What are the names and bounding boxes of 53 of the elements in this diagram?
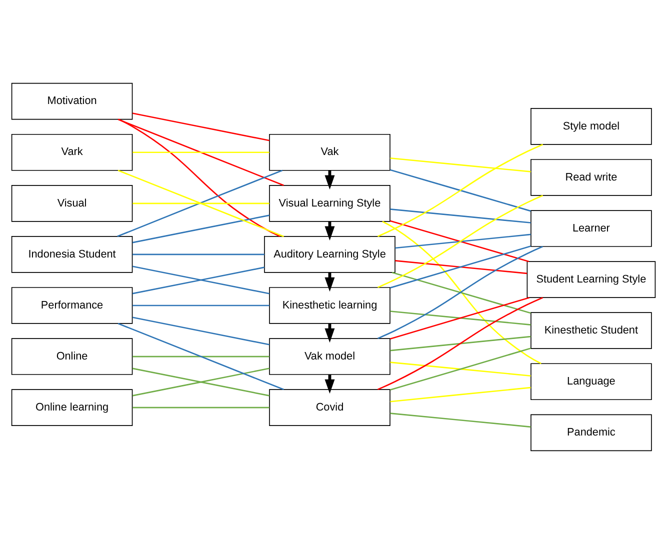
connector <box>382 220 542 364</box>
node-box: Visual Learning Style <box>269 184 390 222</box>
connector <box>390 245 531 288</box>
node-box: Visual <box>11 184 133 222</box>
connector <box>132 406 270 408</box>
connector <box>118 118 284 186</box>
node-box: Motivation <box>11 82 133 120</box>
node-box: Performance <box>11 286 133 324</box>
connector <box>132 367 270 396</box>
connector <box>377 194 544 288</box>
connector <box>377 143 544 236</box>
node-box: Kinesthetic Student <box>530 312 652 348</box>
connector <box>395 260 528 274</box>
node-box: Pandemic <box>530 414 652 451</box>
node-box: Indonesia Student <box>11 236 133 272</box>
connector <box>132 151 270 153</box>
node-box: Learner <box>530 210 652 246</box>
node-box: Covid <box>269 388 390 426</box>
connector <box>118 322 284 390</box>
connector <box>118 118 280 237</box>
node-box: Style model <box>530 108 652 144</box>
connector <box>132 355 270 357</box>
connector <box>132 316 270 345</box>
connector <box>377 245 544 339</box>
connector <box>132 112 270 141</box>
node-box: Student Learning Style <box>526 260 656 298</box>
connector <box>392 271 531 314</box>
connector <box>132 304 270 306</box>
connector <box>390 412 531 428</box>
connector <box>390 361 531 376</box>
connector <box>390 310 531 325</box>
connector <box>132 202 270 204</box>
connector <box>390 168 531 212</box>
connector <box>390 208 531 223</box>
connector <box>132 253 264 255</box>
connector <box>132 214 270 243</box>
connector <box>390 347 531 390</box>
connector <box>377 296 544 390</box>
node-box: Vak <box>269 133 390 170</box>
node-box: Language <box>530 362 652 400</box>
connector <box>390 296 530 339</box>
connector <box>390 386 531 402</box>
node-box: Vak model <box>269 338 390 374</box>
node-box: Vark <box>11 133 133 170</box>
connector <box>390 156 531 172</box>
node-box: Online learning <box>11 388 133 426</box>
node-box: Online <box>11 338 133 374</box>
node-box: Read write <box>530 158 652 196</box>
connector <box>390 335 531 351</box>
connector <box>395 233 531 248</box>
node-box: Auditory Learning Style <box>264 236 396 272</box>
connector <box>390 220 529 262</box>
node-box: Kinesthetic learning <box>269 286 390 324</box>
